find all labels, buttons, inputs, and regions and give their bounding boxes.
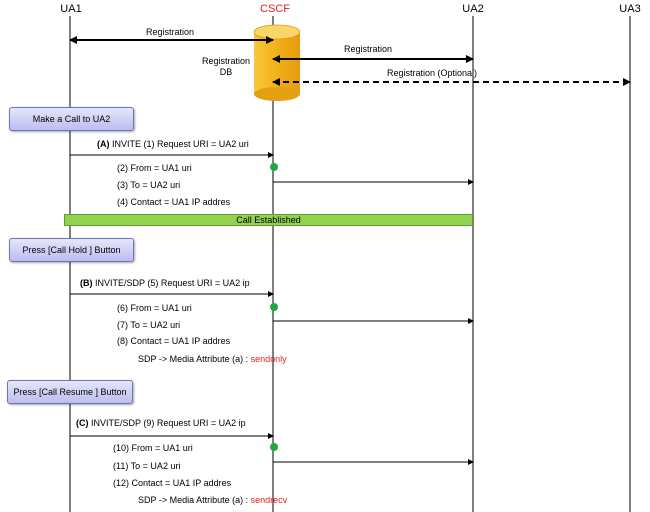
call-hold-button[interactable]: Press [Call Hold ] Button <box>9 238 134 262</box>
cscf-dot-b <box>270 303 278 311</box>
invite-b-title: INVITE/SDP (5) Request URI = UA2 ip <box>95 278 250 288</box>
db-label-line1: Registration <box>201 56 251 66</box>
call-resume-button[interactable]: Press [Call Resume ] Button <box>7 380 133 404</box>
flow-c-marker: (C) <box>76 418 89 428</box>
registration-label-ua3: Registration (Optional) <box>387 68 478 78</box>
cscf-dot-a <box>270 163 278 171</box>
flow-b-sdp-value: sendonly <box>250 354 287 364</box>
registration-label-ua2: Registration <box>344 44 393 54</box>
ua2-header: UA2 <box>462 3 484 15</box>
cscf-dot-c <box>270 443 278 451</box>
flow-c-sdp: SDP -> Media Attribute (a) : sendrecv <box>138 495 287 506</box>
invite-c-title: INVITE/SDP (9) Request URI = UA2 ip <box>91 418 246 428</box>
make-call-button[interactable]: Make a Call to UA2 <box>9 107 134 131</box>
flow-a-contact: (4) Contact = UA1 IP addres <box>117 197 231 207</box>
flow-a-marker: (A) <box>97 139 110 149</box>
flow-c-from: (10) From = UA1 uri <box>113 443 193 453</box>
flow-b-contact: (8) Contact = UA1 IP addres <box>117 336 231 346</box>
registration-label-ua1: Registration <box>146 27 195 37</box>
invite-a-title: INVITE (1) Request URI = UA2 uri <box>112 139 249 149</box>
flow-a-from: (2) From = UA1 uri <box>117 163 192 173</box>
ua1-header: UA1 <box>60 3 82 15</box>
ua3-header: UA3 <box>619 3 641 15</box>
flow-b-sdp-prefix: SDP -> Media Attribute (a) : <box>138 354 251 364</box>
flow-c-to: (11) To = UA2 uri <box>113 461 181 471</box>
db-label-line2: DB <box>219 67 233 77</box>
flow-b-to: (7) To = UA2 uri <box>117 320 181 330</box>
call-established-bar: Call Established <box>64 214 473 226</box>
flow-c-sdp-value: sendrecv <box>250 495 288 505</box>
invite-b-label: (B) INVITE/SDP (5) Request URI = UA2 ip <box>80 278 250 289</box>
flow-a-to: (3) To = UA2 uri <box>117 180 181 190</box>
flow-c-sdp-prefix: SDP -> Media Attribute (a) : <box>138 495 251 505</box>
flow-b-marker: (B) <box>80 278 93 288</box>
invite-c-label: (C) INVITE/SDP (9) Request URI = UA2 ip <box>76 418 246 429</box>
flow-c-contact: (12) Contact = UA1 IP addres <box>113 478 232 488</box>
invite-a-label: (A) INVITE (1) Request URI = UA2 uri <box>97 139 249 150</box>
flow-b-sdp: SDP -> Media Attribute (a) : sendonly <box>138 354 287 365</box>
flow-b-from: (6) From = UA1 uri <box>117 303 192 313</box>
registration-db-icon <box>253 24 301 101</box>
cscf-header: CSCF <box>260 3 290 15</box>
